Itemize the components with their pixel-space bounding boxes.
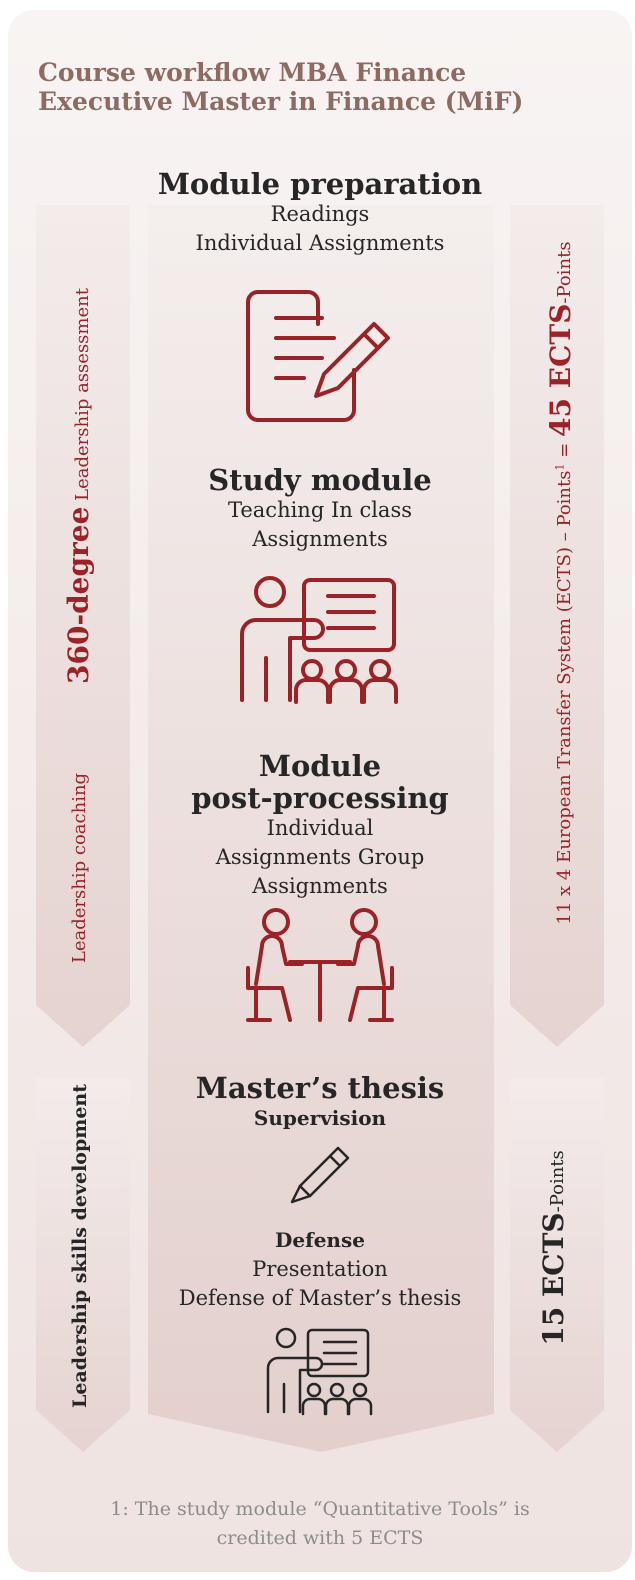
step-text: Individual (266, 816, 374, 840)
step-heading: post-processing (191, 781, 449, 815)
title-line-2: Executive Master in Finance (MiF) (38, 87, 524, 116)
ects-total-label: 11 x 4 European Transfer System (ECTS) –… (544, 241, 577, 925)
step-text: Assignments (252, 527, 388, 551)
step-heading: Master’s thesis (195, 1071, 445, 1105)
page-title: Course workflow MBA Finance Executive Ma… (38, 58, 598, 116)
step-heading: Module preparation (157, 167, 483, 201)
presenter-audience-icon (266, 1327, 373, 1416)
step-heading: Study module (208, 463, 432, 497)
two-people-table-icon (246, 908, 394, 1022)
step-heading: Defense (275, 1228, 365, 1252)
step-subheading: Supervision (253, 1106, 387, 1130)
footnote-line: 1: The study module “Quantitative Tools”… (110, 1498, 530, 1520)
step-text: Assignments (252, 874, 388, 898)
left-arrow-bottom (36, 1078, 130, 1452)
step-module-post-processing: Module post-processing Individual Assign… (150, 750, 490, 901)
step-text: Teaching In class (227, 498, 413, 522)
step-module-preparation: Module preparation Readings Individual A… (150, 168, 490, 258)
leadership-skills-label: Leadership skills development (69, 1083, 91, 1409)
teacher-class-icon (240, 576, 398, 704)
step-study-module: Study module Teaching In class Assignmen… (150, 464, 490, 554)
step-text: Assignments Group (215, 845, 425, 869)
pencil-icon (290, 1146, 350, 1204)
step-heading: Module (258, 749, 382, 783)
step-text: Defense of Master’s thesis (178, 1286, 462, 1310)
right-arrow-top (510, 205, 604, 1047)
leadership-coaching-label: Leadership coaching (69, 772, 90, 964)
footnote-line: credited with 5 ECTS (216, 1527, 424, 1549)
step-text: Individual Assignments (195, 231, 445, 255)
step-text: Readings (270, 202, 370, 226)
ects-thesis-label: 15 ECTS-Points (537, 1150, 570, 1346)
document-pencil-icon (246, 290, 390, 422)
title-line-1: Course workflow MBA Finance (38, 58, 467, 87)
step-defense: Defense Presentation Defense of Master’s… (150, 1226, 490, 1313)
step-masters-thesis: Master’s thesis Supervision (150, 1072, 490, 1133)
footnote: 1: The study module “Quantitative Tools”… (80, 1495, 560, 1553)
step-text: Presentation (252, 1257, 388, 1281)
right-arrow-bottom (510, 1078, 604, 1452)
left-arrow-top (36, 205, 130, 1047)
center-arrow (148, 205, 494, 1452)
leadership-assessment-label: 360-degree Leadership assessment (62, 288, 95, 684)
